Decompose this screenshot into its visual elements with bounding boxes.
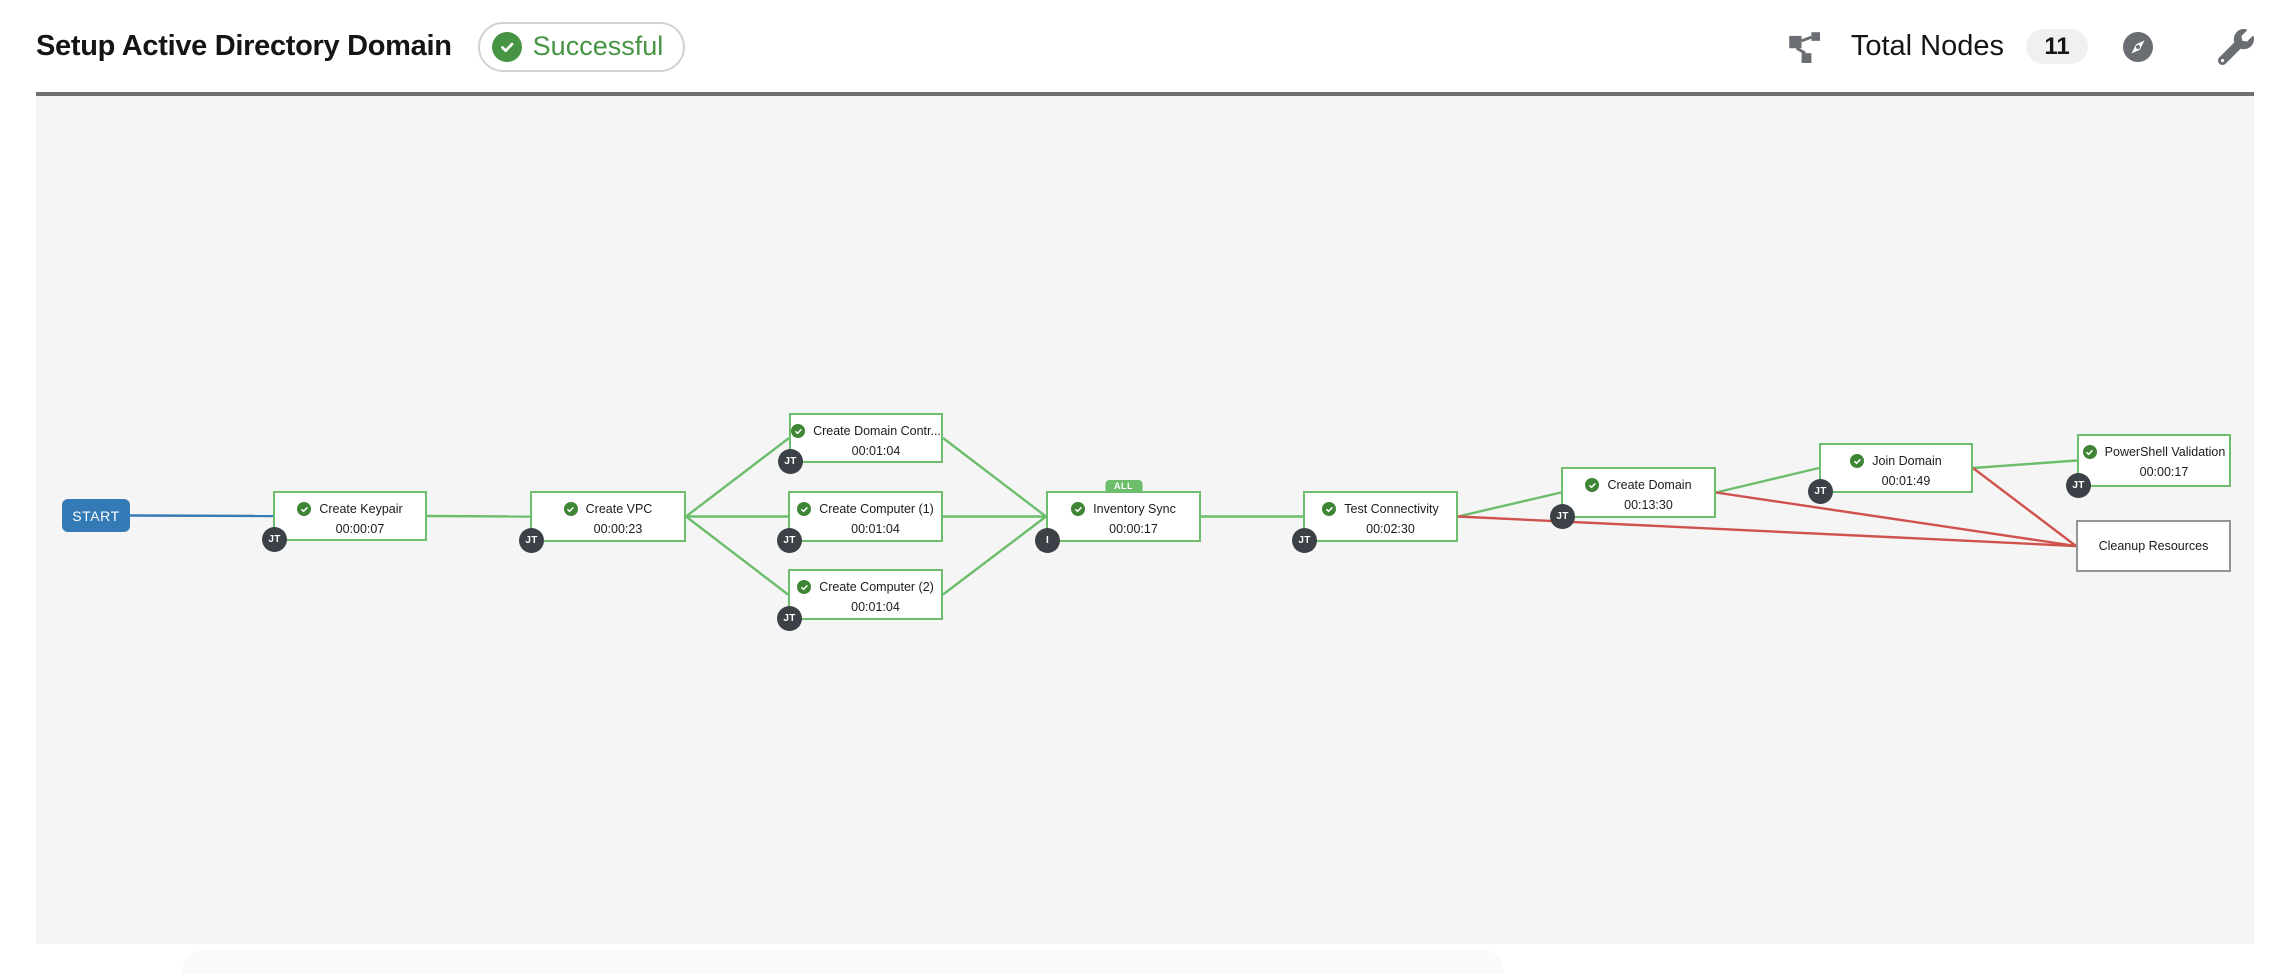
success-check-icon bbox=[1071, 502, 1086, 516]
convergence-all-badge: ALL bbox=[1105, 480, 1142, 493]
workflow-node-inventory-sync[interactable]: ALL Inventory Sync 00:00:17 I bbox=[1035, 480, 1201, 553]
workflow-link-create_domain-to-cleanup_resources bbox=[1715, 491, 2077, 548]
workflow-link-create_computer_2-to-inventory_sync bbox=[942, 515, 1047, 596]
node-elapsed-time: 00:01:04 bbox=[851, 600, 900, 614]
workflow-link-join_domain-to-cleanup_resources bbox=[1972, 467, 2077, 547]
success-check-icon bbox=[797, 580, 812, 594]
node-label: Test Connectivity bbox=[1344, 502, 1439, 516]
node-label: Join Domain bbox=[1872, 454, 1942, 468]
node-elapsed-time: 00:00:23 bbox=[593, 522, 643, 536]
bottom-sheet-hint bbox=[182, 950, 1504, 974]
success-check-icon bbox=[1585, 478, 1600, 492]
node-elapsed-time: 00:00:17 bbox=[2139, 465, 2189, 479]
workflow-node-join-domain[interactable]: Join Domain 00:01:49 JT bbox=[1808, 443, 1973, 504]
page-title: Setup Active Directory Domain bbox=[36, 30, 452, 62]
workflow-link-create_vpc-to-create_domain_controller bbox=[685, 437, 790, 518]
workflow-link-start-to-create_keypair bbox=[129, 514, 274, 518]
header-divider bbox=[36, 92, 2254, 96]
workflow-node-create-keypair[interactable]: Create Keypair 00:00:07 JT bbox=[262, 491, 427, 552]
node-type-badge: JT bbox=[1292, 528, 1317, 553]
success-check-icon bbox=[1850, 454, 1865, 468]
success-check-icon bbox=[491, 31, 522, 62]
node-type-badge: JT bbox=[1550, 504, 1575, 529]
total-nodes-count: 11 bbox=[2026, 29, 2088, 64]
node-type-badge: JT bbox=[777, 528, 802, 553]
node-elapsed-time: 00:02:30 bbox=[1366, 522, 1415, 536]
node-label: Create Domain bbox=[1607, 478, 1692, 492]
sitemap-icon bbox=[1785, 31, 1823, 63]
workflow-node-create-domain[interactable]: Create Domain 00:13:30 JT bbox=[1550, 467, 1716, 529]
workflow-link-test_connectivity-to-create_domain bbox=[1457, 491, 1562, 518]
success-check-icon bbox=[797, 502, 812, 516]
workflow-node-create-vpc[interactable]: Create VPC 00:00:23 JT bbox=[519, 491, 686, 553]
node-elapsed-time: 00:01:49 bbox=[1881, 474, 1931, 488]
node-type-badge: JT bbox=[1808, 479, 1833, 504]
success-check-icon bbox=[2082, 445, 2097, 459]
workflow-link-create_domain-to-join_domain bbox=[1715, 466, 1820, 494]
workflow-node-test-connectivity[interactable]: Test Connectivity 00:02:30 JT bbox=[1292, 491, 1458, 553]
workflow-node-create-computer-2[interactable]: Create Computer (2) 00:01:04 JT bbox=[777, 569, 943, 631]
wrench-icon[interactable] bbox=[2218, 28, 2254, 65]
header-left: Setup Active Directory Domain Successful bbox=[36, 21, 686, 72]
workflow-node-start[interactable]: START bbox=[62, 499, 130, 532]
node-elapsed-time: 00:00:17 bbox=[1109, 522, 1158, 536]
node-type-badge: I bbox=[1035, 528, 1060, 553]
node-label: PowerShell Validation bbox=[2104, 445, 2226, 459]
workflow-node-cleanup-resources[interactable]: Cleanup Resources bbox=[2076, 520, 2231, 572]
success-check-icon bbox=[1322, 502, 1337, 516]
node-type-badge: JT bbox=[519, 528, 544, 553]
success-check-icon bbox=[297, 502, 312, 516]
node-label: Create Computer (2) bbox=[819, 580, 934, 594]
workflow-link-join_domain-to-powershell_validation bbox=[1972, 459, 2078, 470]
node-label: Create Keypair bbox=[319, 502, 403, 516]
header: Setup Active Directory Domain Successful… bbox=[36, 0, 2254, 93]
node-type-badge: JT bbox=[778, 449, 803, 474]
node-elapsed-time: 00:01:04 bbox=[851, 444, 901, 458]
node-label: Inventory Sync bbox=[1093, 502, 1176, 516]
workflow-link-create_keypair-to-create_vpc bbox=[426, 514, 531, 518]
success-check-icon bbox=[791, 424, 806, 438]
node-type-badge: JT bbox=[2066, 473, 2091, 498]
workflow-link-create_domain_controller-to-inventory_sync bbox=[942, 437, 1047, 518]
total-nodes-label: Total Nodes bbox=[1850, 30, 2004, 62]
workflow-node-create-computer-1[interactable]: Create Computer (1) 00:01:04 JT bbox=[777, 491, 943, 553]
workflow-node-create-domain-controller[interactable]: Create Domain Contr... 00:01:04 JT bbox=[778, 413, 943, 474]
workflow-link-create_vpc-to-create_computer_2 bbox=[685, 515, 789, 596]
node-elapsed-time: 00:13:30 bbox=[1624, 498, 1673, 512]
status-badge[interactable]: Successful bbox=[477, 21, 686, 72]
node-label: Create Domain Contr... bbox=[813, 424, 941, 438]
node-type-badge: JT bbox=[262, 527, 287, 552]
status-label: Successful bbox=[532, 31, 664, 61]
node-label: START bbox=[72, 507, 120, 524]
node-elapsed-time: 00:01:04 bbox=[851, 522, 900, 536]
node-label: Create Computer (1) bbox=[819, 502, 934, 516]
node-label: Cleanup Resources bbox=[2098, 539, 2209, 553]
compass-icon[interactable] bbox=[2122, 31, 2154, 63]
node-elapsed-time: 00:00:07 bbox=[335, 522, 385, 536]
header-toolbar: Total Nodes 11 bbox=[1785, 28, 2254, 65]
success-check-icon bbox=[563, 502, 578, 516]
node-type-badge: JT bbox=[777, 606, 802, 631]
node-label: Create VPC bbox=[585, 502, 653, 516]
